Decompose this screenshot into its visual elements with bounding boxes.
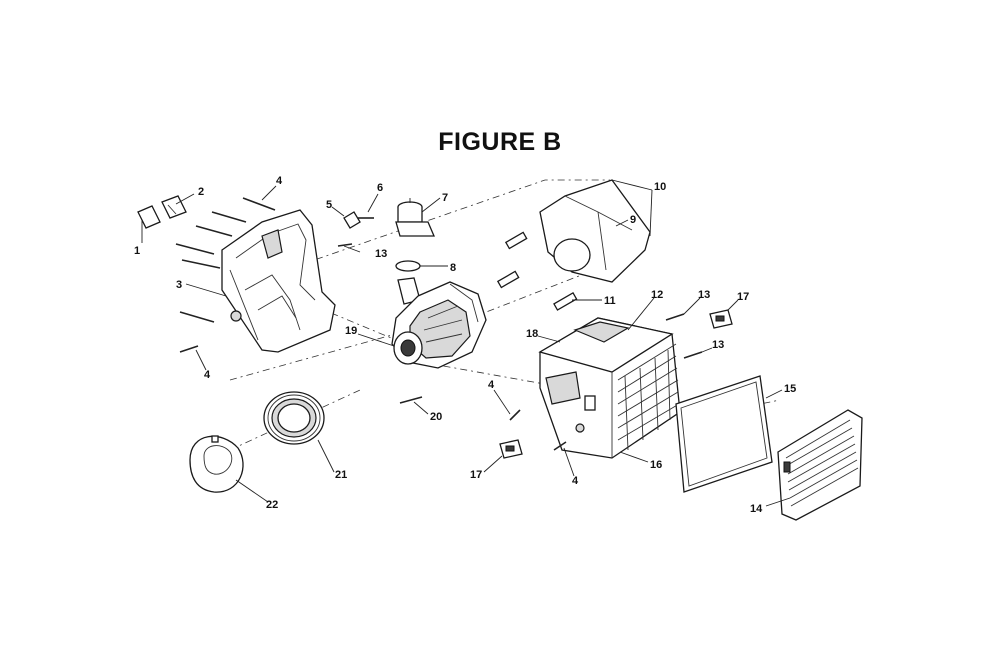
callout-17-top: 17 [737,291,749,303]
part-19-motor [391,277,487,369]
callout-4-top: 4 [276,175,283,187]
callout-8: 8 [450,262,456,274]
part-22-gasket [189,435,244,493]
callout-21: 21 [335,469,347,481]
screws-right [509,313,703,451]
part-2-tag [161,195,187,219]
part-7-port [395,198,435,237]
callout-22: 22 [266,499,278,511]
part-1-tag [137,205,161,229]
callout-13-right: 13 [712,339,724,351]
callout-3: 3 [176,279,182,291]
part-14-grille [777,409,863,521]
part-9-shroud [539,179,651,283]
callout-2: 2 [198,186,204,198]
part-11-springs [496,231,578,311]
callout-19: 19 [345,325,357,337]
callout-16: 16 [650,459,662,471]
callout-7: 7 [442,192,448,204]
callout-13-top: 13 [698,289,710,301]
part-5-bracket [343,211,361,229]
callout-1: 1 [134,245,140,257]
callout-17-bottom: 17 [470,469,482,481]
part-16-filter-housing [538,317,681,459]
callout-18: 18 [526,328,538,340]
callout-12: 12 [651,289,663,301]
part-17-clip-lower [499,439,523,459]
part-20-screw [399,396,423,404]
callout-20: 20 [430,411,442,423]
figure-title: FIGURE B [438,128,562,156]
callout-5: 5 [326,199,332,211]
leader-lines [141,179,791,507]
part-17-clip-upper [709,309,733,329]
callout-9: 9 [630,214,636,226]
callout-4-center: 4 [488,379,495,391]
part-8-ring [395,260,421,272]
part-15-filter-panel [675,375,773,493]
callout-14: 14 [750,503,763,515]
callout-13-left: 13 [375,248,387,260]
callout-6: 6 [377,182,383,194]
callout-15: 15 [784,383,796,395]
callout-11: 11 [604,295,616,307]
callout-4-bottom: 4 [572,475,579,487]
part-21-ring-adaptor [263,391,325,445]
part-3-left-housing [221,209,336,353]
callout-4-left: 4 [204,369,211,381]
callout-numbers: 1 2 3 4 4 4 4 5 6 7 8 9 10 11 12 13 13 1… [134,175,796,515]
callout-10: 10 [654,181,666,193]
screws-left [175,197,374,353]
